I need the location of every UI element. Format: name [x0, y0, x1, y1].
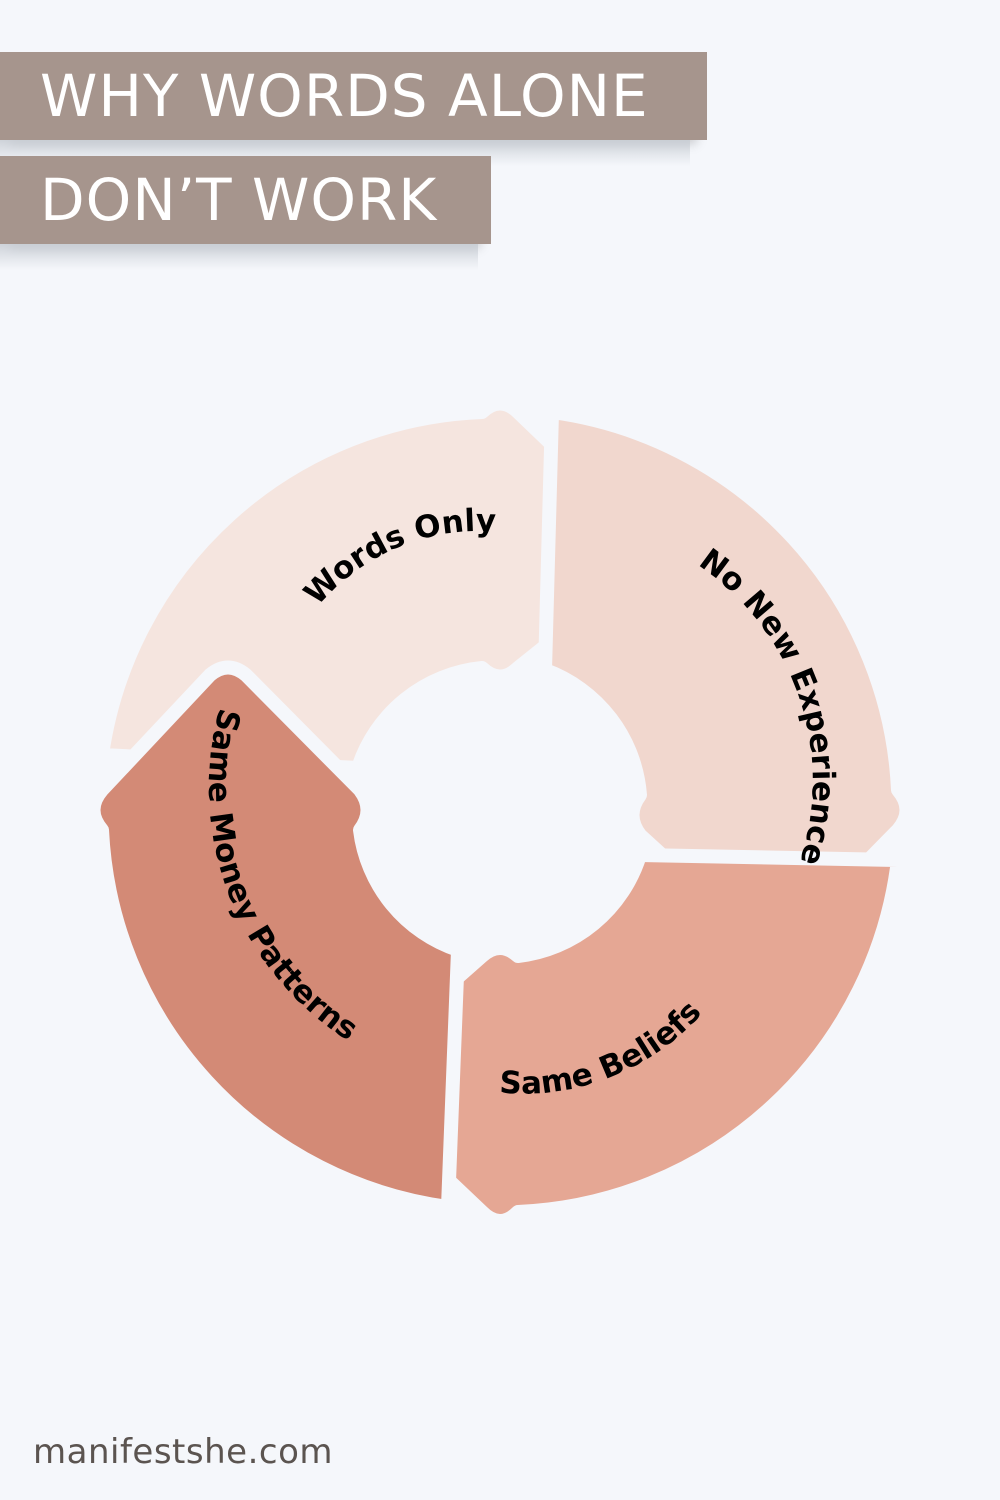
- segment-same-beliefs: [349, 848, 905, 1228]
- title-line-2-text: DON’T WORK: [40, 166, 438, 234]
- cycle-segments: [86, 396, 914, 1228]
- segment-same-money-patterns: [86, 660, 465, 1214]
- segment-no-new-experience: [538, 405, 914, 955]
- title-line-2: DON’T WORK: [0, 156, 491, 244]
- cycle-diagram: Words Only No New Experience Same Belief…: [86, 396, 914, 1228]
- title-line-1: WHY WORDS ALONE: [0, 52, 707, 140]
- footer-site: manifestshe.com: [33, 1432, 333, 1472]
- title-line-1-text: WHY WORDS ALONE: [40, 62, 649, 130]
- title-line-2-shadow: [0, 244, 478, 270]
